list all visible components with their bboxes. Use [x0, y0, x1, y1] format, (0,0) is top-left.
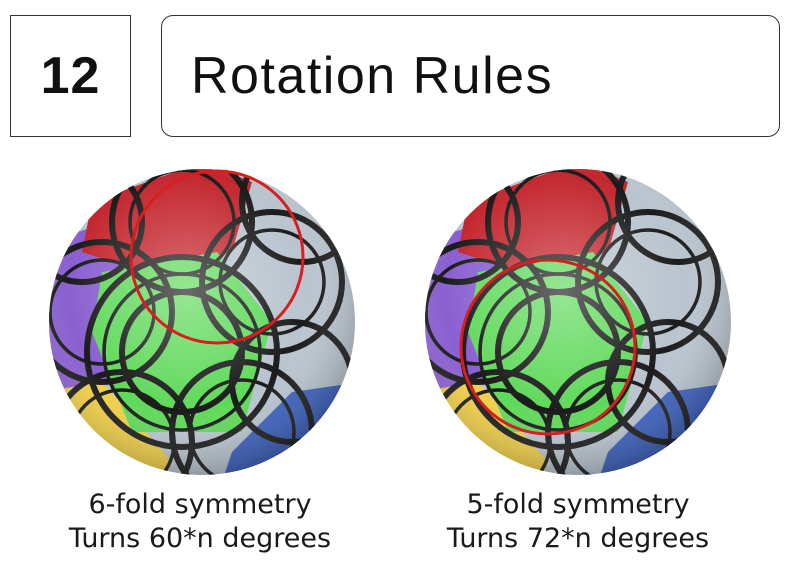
caption-turns: Turns 72*n degrees: [446, 523, 710, 554]
highlight-circle: [459, 258, 637, 436]
puzzle-figure-6-fold: [42, 162, 362, 482]
highlight-circle: [129, 169, 305, 345]
step-number-box: 12: [10, 15, 131, 137]
puzzle-figure-5-fold: [418, 162, 738, 482]
caption-5-fold: 5-fold symmetry Turns 72*n degrees: [378, 488, 778, 556]
page-title: Rotation Rules: [191, 47, 554, 105]
step-number: 12: [40, 47, 101, 105]
puzzle-ball-illustration: [425, 169, 731, 475]
caption-symmetry: 6-fold symmetry: [88, 489, 312, 520]
title-box: Rotation Rules: [161, 15, 780, 137]
puzzle-ball-illustration: [49, 169, 355, 475]
caption-6-fold: 6-fold symmetry Turns 60*n degrees: [0, 488, 400, 556]
caption-symmetry: 5-fold symmetry: [466, 489, 690, 520]
caption-turns: Turns 60*n degrees: [68, 523, 332, 554]
